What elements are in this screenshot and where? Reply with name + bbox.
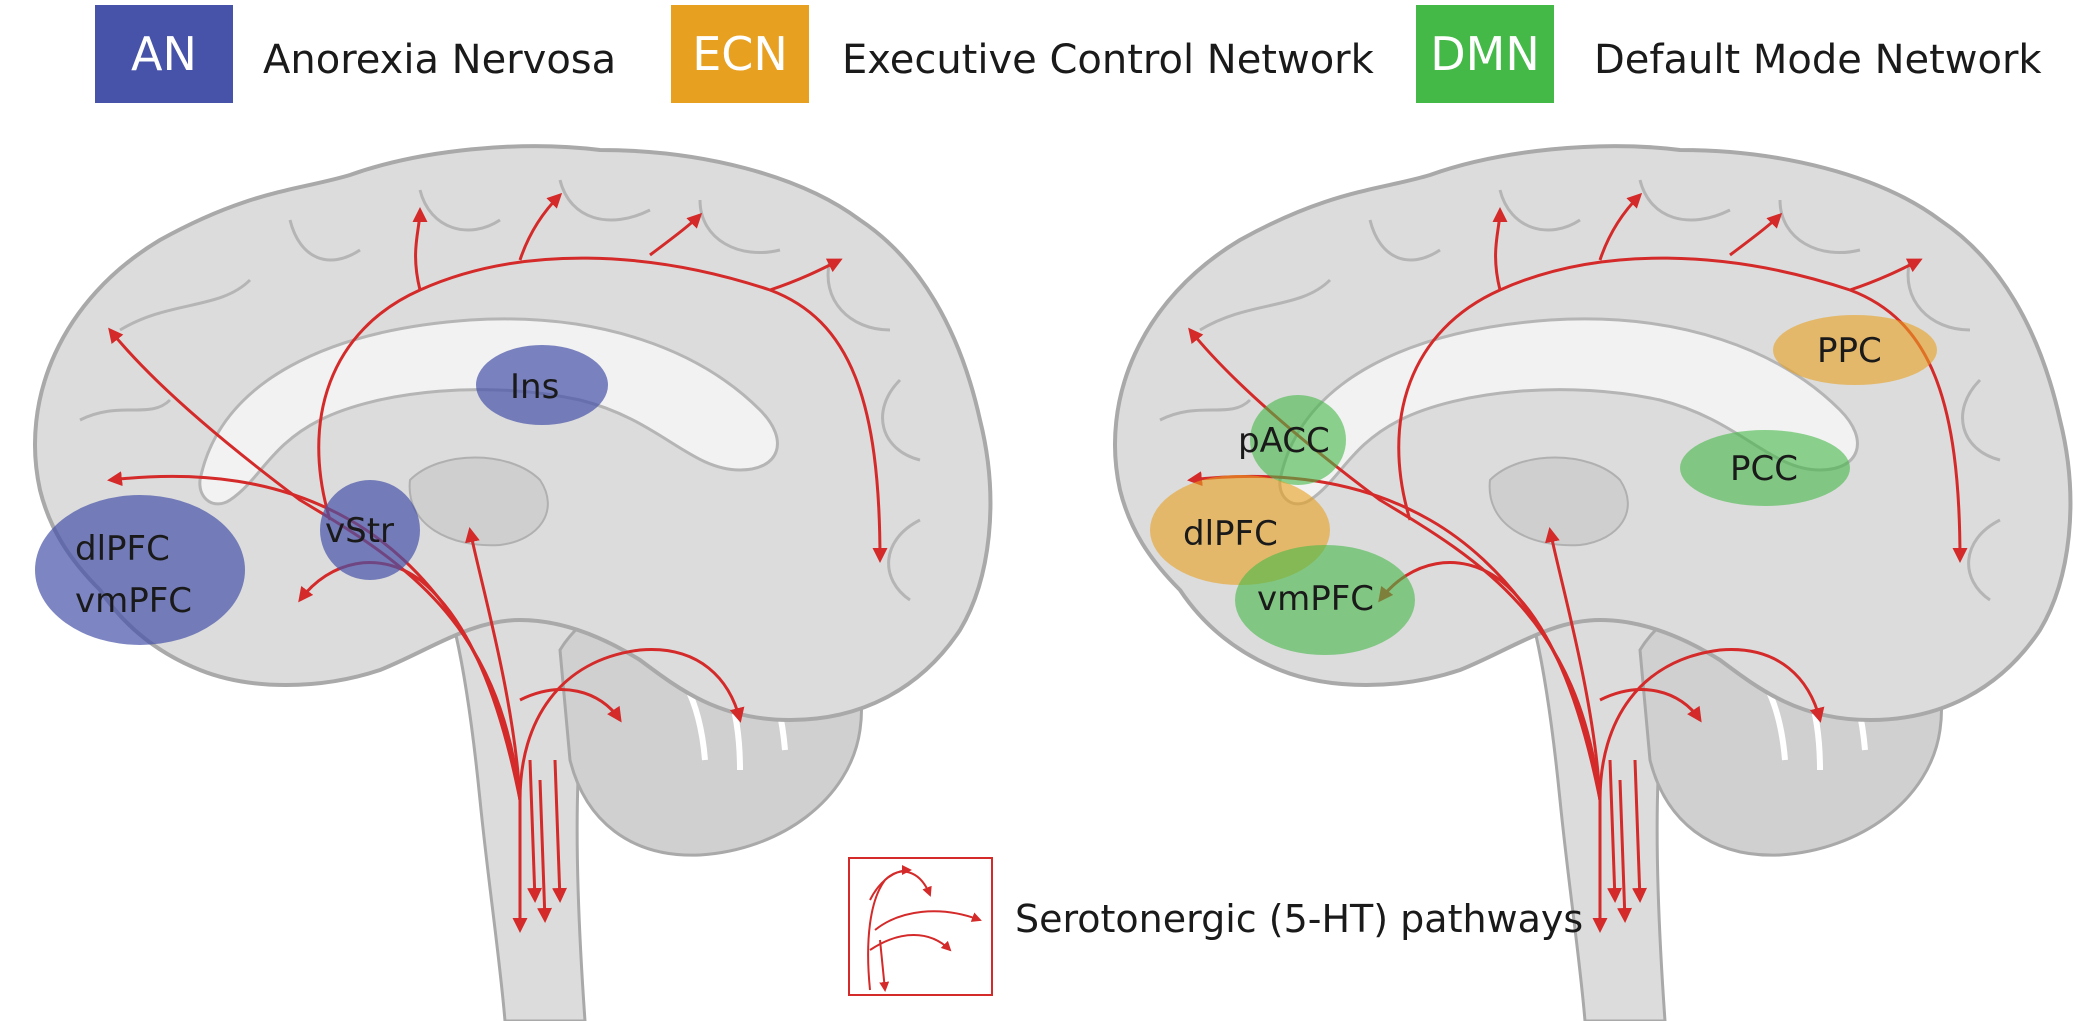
legend-dmn-box: DMN — [1416, 5, 1554, 103]
legend-ecn-box: ECN — [671, 5, 809, 103]
region-label: vStr — [325, 511, 394, 551]
region-vstr-ellipse — [320, 480, 420, 580]
region-label: vmPFC — [1257, 579, 1374, 619]
region-vmpfc-ellipse — [1235, 545, 1415, 655]
right-brain: PPC pACC PCC dlPFC vmPFC — [1115, 146, 2070, 1021]
region-label: dlPFC — [1183, 514, 1278, 554]
legend-ecn-label: Executive Control Network — [842, 37, 1374, 83]
region-ins-ellipse — [476, 345, 608, 425]
legend-an-box: AN — [95, 5, 233, 103]
left-brain: Ins vStr dlPFC vmPFC — [35, 146, 990, 1021]
legend-an-abbr: AN — [131, 27, 197, 81]
region-ppc-ellipse — [1773, 315, 1937, 385]
region-dlpfc-vmpfc-ellipse — [35, 495, 245, 645]
region-label: dlPFC — [75, 529, 170, 569]
region-label: vmPFC — [75, 581, 192, 621]
region-label: Ins — [510, 367, 559, 407]
legend-dmn-abbr: DMN — [1430, 27, 1540, 81]
region-label: pACC — [1238, 421, 1330, 461]
region-pcc-ellipse — [1680, 430, 1850, 506]
region-pacc-ellipse — [1250, 395, 1346, 485]
region-label: PPC — [1817, 331, 1882, 371]
legend-an-label: Anorexia Nervosa — [263, 37, 617, 83]
serotonergic-pathway-icon — [848, 857, 993, 996]
legend-dmn-label: Default Mode Network — [1594, 37, 2042, 83]
pathway-legend-label: Serotonergic (5-HT) pathways — [1015, 897, 1584, 941]
region-label: PCC — [1730, 449, 1798, 489]
legend-ecn-abbr: ECN — [692, 27, 788, 81]
